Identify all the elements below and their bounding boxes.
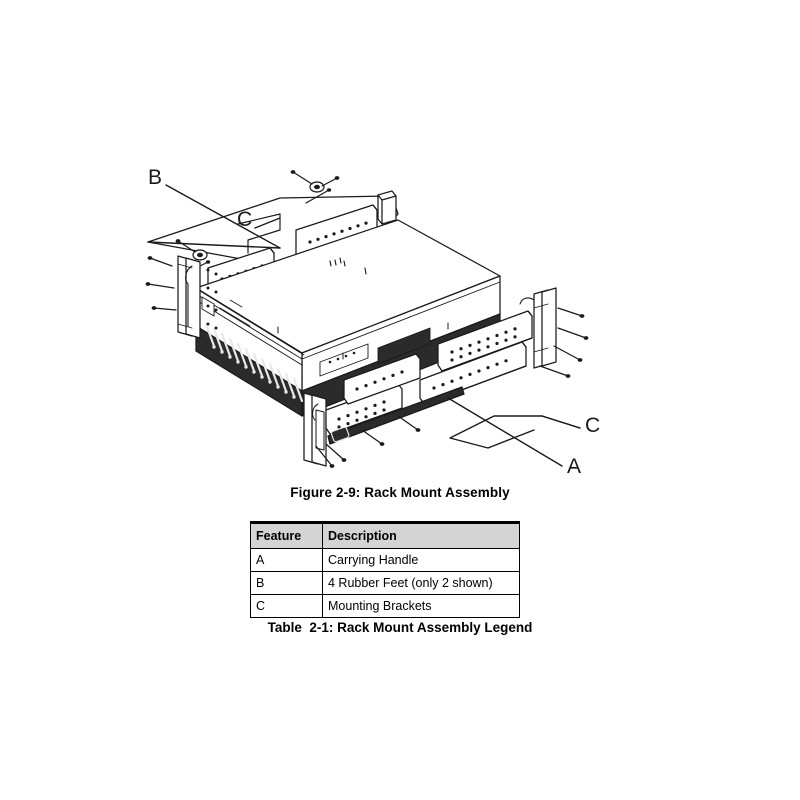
table-row: B 4 Rubber Feet (only 2 shown) — [250, 571, 520, 595]
chassis-interior-marks — [277, 322, 449, 360]
front-right-ear-handle — [303, 392, 327, 467]
right-mounting-bracket-lower — [419, 341, 527, 405]
left-flange-holes — [206, 268, 218, 330]
cell-feature: C — [250, 594, 323, 618]
cell-feature: B — [250, 571, 323, 595]
callout-leaders — [147, 184, 581, 467]
top-surface-markings — [329, 257, 367, 275]
rubber-foot-rear — [309, 181, 325, 193]
column-header-description: Description — [322, 521, 520, 549]
legend-table-container: Feature Description A Carrying Handle B … — [250, 521, 520, 618]
cell-description: Mounting Brackets — [322, 594, 520, 618]
callout-letter-a: A — [567, 455, 581, 478]
right-ear-screws — [539, 307, 589, 378]
rubber-foot-front — [192, 249, 208, 261]
right-rack-ear-assembly — [519, 287, 557, 369]
column-header-feature: Feature — [250, 521, 323, 549]
rear-foot-screws — [290, 170, 340, 204]
rack-mount-legend-table: Feature Description A Carrying Handle B … — [250, 521, 520, 618]
callout-letter-b: B — [148, 166, 162, 189]
table-row: C Mounting Brackets — [250, 594, 520, 618]
figure-caption: Figure 2-9: Rack Mount Assembly — [290, 485, 510, 500]
table-caption: Table 2-1: Rack Mount Assembly Legend — [267, 620, 533, 635]
ventilation-fin-tips — [212, 345, 296, 399]
bracket-connector-left — [237, 213, 281, 254]
cell-feature: A — [250, 548, 323, 572]
left-ear-screws — [145, 256, 177, 311]
table-row: A Carrying Handle — [250, 548, 520, 572]
front-lower-bracket-b — [343, 353, 421, 405]
callout-letter-c-left: C — [237, 208, 252, 231]
rack-mount-assembly-illustration: B C C A — [130, 148, 640, 488]
rear-right-ear — [377, 190, 397, 225]
cell-description: 4 Rubber Feet (only 2 shown) — [322, 571, 520, 595]
cell-description: Carrying Handle — [322, 548, 520, 572]
left-rack-ear-assembly — [177, 255, 201, 339]
ventilation-fins — [204, 322, 304, 403]
carrying-handle-screws — [315, 415, 421, 468]
assembly-drawing-svg: B C C A — [145, 166, 600, 478]
callout-letter-c-right: C — [585, 414, 600, 437]
rear-connector-strip — [319, 327, 431, 377]
table-header-row: Feature Description — [250, 521, 520, 549]
